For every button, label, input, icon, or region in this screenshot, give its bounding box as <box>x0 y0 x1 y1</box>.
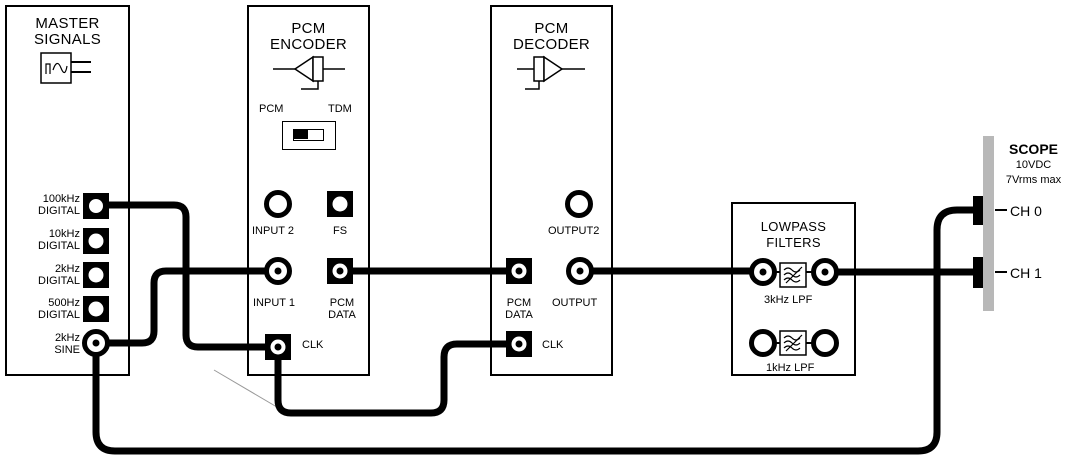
pcm-switch-label: PCM <box>259 103 284 115</box>
input2-label: INPUT 2 <box>252 225 294 237</box>
switch-slot <box>293 129 324 141</box>
pcm-encoder-title-line2: ENCODER <box>269 36 348 53</box>
master-signals-title-line1: MASTER <box>35 15 100 32</box>
switch-knob <box>294 130 308 139</box>
input1-label: INPUT 1 <box>253 297 295 309</box>
lowpass-title-line2: FILTERS <box>766 235 821 250</box>
guide-line <box>213 369 283 411</box>
output-100khz-label-2: DIGITAL <box>38 205 80 217</box>
scope-spec-2: 7Vrms max <box>1005 174 1062 186</box>
scope-ch0-label: CH 0 <box>1010 203 1042 219</box>
decoder-clk-label: CLK <box>542 339 564 351</box>
lowpass-title-line1: LOWPASS <box>760 219 827 234</box>
decoder-pcm-data-label-1: PCM <box>506 297 532 309</box>
scope-spec-1: 10VDC <box>1015 159 1052 171</box>
output-500hz-label-2: DIGITAL <box>38 309 80 321</box>
pcm-encoder-title-line1: PCM <box>291 20 326 37</box>
signal-generator-icon <box>40 52 91 84</box>
lowpass-filter-3khz-icon <box>779 262 807 288</box>
scope-bar <box>983 136 994 311</box>
master-signals-title-line2: SIGNALS <box>33 31 102 48</box>
scope-ch1-label: CH 1 <box>1010 265 1042 281</box>
encoder-clk-label: CLK <box>302 339 324 351</box>
encoder-icon <box>273 55 345 90</box>
filter-3khz-label: 3kHz LPF <box>764 294 813 306</box>
fs-label: FS <box>333 225 348 237</box>
decoder-pcm-data-label-2: DATA <box>505 309 533 321</box>
output-100khz-label-1: 100kHz <box>42 193 80 205</box>
scope-title: SCOPE <box>1008 141 1058 157</box>
output-2khz-sine-label-1: 2kHz <box>54 332 80 344</box>
output-2khz-sine-label-2: SINE <box>54 344 80 356</box>
output-label: OUTPUT <box>552 297 598 309</box>
output-2khz-label-2: DIGITAL <box>38 275 80 287</box>
output2-label: OUTPUT2 <box>548 225 600 237</box>
pcm-tdm-switch[interactable] <box>282 121 336 150</box>
tdm-switch-label: TDM <box>328 103 352 115</box>
output-2khz-label-1: 2kHz <box>54 263 80 275</box>
output-10khz-label-2: DIGITAL <box>38 240 80 252</box>
output-10khz-label-1: 10kHz <box>48 228 80 240</box>
decoder-icon <box>517 55 585 90</box>
encoder-pcm-data-label-2: DATA <box>328 309 356 321</box>
filter-1khz-label: 1kHz LPF <box>766 362 815 374</box>
pcm-decoder-title-line2: DECODER <box>512 36 591 53</box>
lowpass-filter-1khz-icon <box>779 330 807 356</box>
scope-ch0-connector[interactable] <box>973 196 983 225</box>
scope-ch1-connector[interactable] <box>973 257 983 288</box>
encoder-pcm-data-label-1: PCM <box>329 297 355 309</box>
pcm-decoder-title-line1: PCM <box>534 20 569 37</box>
output-500hz-label-1: 500Hz <box>48 297 80 309</box>
